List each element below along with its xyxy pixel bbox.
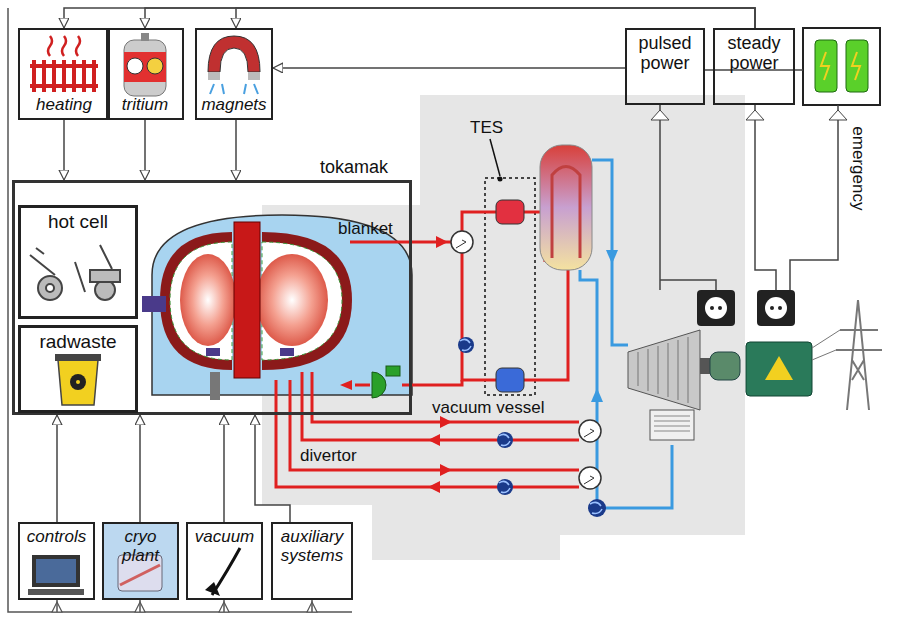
supply-line	[145, 8, 755, 28]
box-label: controls	[20, 528, 93, 547]
supply-line	[63, 120, 65, 180]
system-box: magnets	[195, 28, 273, 120]
supply-line	[235, 120, 237, 180]
system-box: vacuum	[186, 522, 263, 600]
system-box: steady power	[713, 28, 795, 105]
loop-label: blanket	[338, 220, 393, 239]
supply-line	[139, 415, 141, 522]
system-box: cryo plant	[102, 522, 179, 600]
box-label: steady power	[715, 34, 793, 74]
box-label: vacuum	[188, 528, 261, 547]
box-label: cryo plant	[104, 528, 177, 565]
supply-line	[223, 415, 225, 522]
box-label: auxiliary systems	[273, 528, 351, 565]
supply-line	[144, 120, 146, 180]
system-box: tokamakhot cellradwaste	[12, 180, 412, 415]
supply-line	[56, 415, 58, 522]
supply-line	[273, 67, 625, 69]
box-label: magnets	[197, 96, 271, 115]
loop-label: vacuum vessel	[432, 399, 544, 418]
loop-label: emergency	[849, 126, 868, 210]
system-box: radwaste	[18, 325, 138, 413]
supply-line	[64, 8, 755, 28]
box-label: pulsed power	[627, 34, 703, 74]
callout-label: TES	[470, 119, 503, 138]
loop-label: divertor	[300, 447, 357, 466]
box-label: hot cell	[21, 212, 135, 233]
system-box: hot cell	[18, 205, 138, 319]
box-label: heating	[20, 96, 108, 115]
system-box: tritium	[106, 28, 184, 120]
system-box: controls	[18, 522, 95, 600]
box-label: radwaste	[21, 332, 135, 353]
system-box: heating	[18, 28, 110, 120]
system-box: auxiliary systems	[271, 522, 353, 600]
supply-line	[236, 8, 755, 28]
system-box: pulsed power	[625, 28, 705, 105]
box-label: tokamak	[320, 158, 388, 178]
box-label: tritium	[108, 96, 182, 115]
supply-line	[255, 415, 290, 522]
